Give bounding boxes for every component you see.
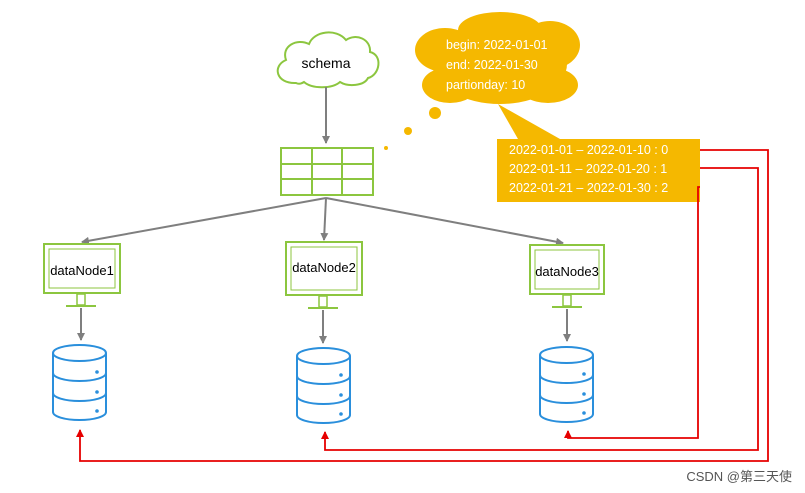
arrow-table-to-node1	[81, 197, 327, 245]
database2-icon	[296, 347, 351, 424]
datanode3-label: dataNode3	[535, 264, 599, 279]
datanode1-label: dataNode1	[50, 263, 114, 278]
datanode2-label: dataNode2	[292, 260, 356, 275]
datanode2-monitor: dataNode2	[285, 241, 363, 309]
callout-line-0: 2022-01-01 – 2022-01-10 : 0	[509, 143, 668, 157]
callout-line-2: 2022-01-21 – 2022-01-30 : 2	[509, 181, 668, 195]
route-partition2-to-db3	[564, 186, 700, 439]
watermark: CSDN @第三天使	[686, 469, 792, 484]
table-icon	[280, 147, 374, 196]
datanode3-monitor: dataNode3	[529, 244, 605, 308]
thought-bubble: begin: 2022-01-01 end: 2022-01-30 partio…	[384, 12, 580, 150]
callout-line-1: 2022-01-11 – 2022-01-20 : 1	[509, 162, 667, 176]
database3-icon	[539, 346, 594, 423]
bubble-line-end: end: 2022-01-30	[446, 58, 538, 72]
schema-cloud: schema	[276, 31, 380, 89]
bubble-line-partionday: partionday: 10	[446, 78, 525, 92]
route-partition1-to-db2	[321, 167, 759, 451]
arrow-table-to-node3	[325, 197, 564, 246]
bubble-line-begin: begin: 2022-01-01	[446, 38, 548, 52]
route-partition0-to-db1	[76, 149, 769, 462]
schema-label: schema	[301, 55, 350, 71]
datanode1-monitor: dataNode1	[43, 243, 121, 307]
partition-callout: 2022-01-01 – 2022-01-10 : 0 2022-01-11 –…	[497, 104, 700, 202]
database1-icon	[52, 344, 107, 421]
arrow-table-to-node2	[320, 197, 329, 241]
